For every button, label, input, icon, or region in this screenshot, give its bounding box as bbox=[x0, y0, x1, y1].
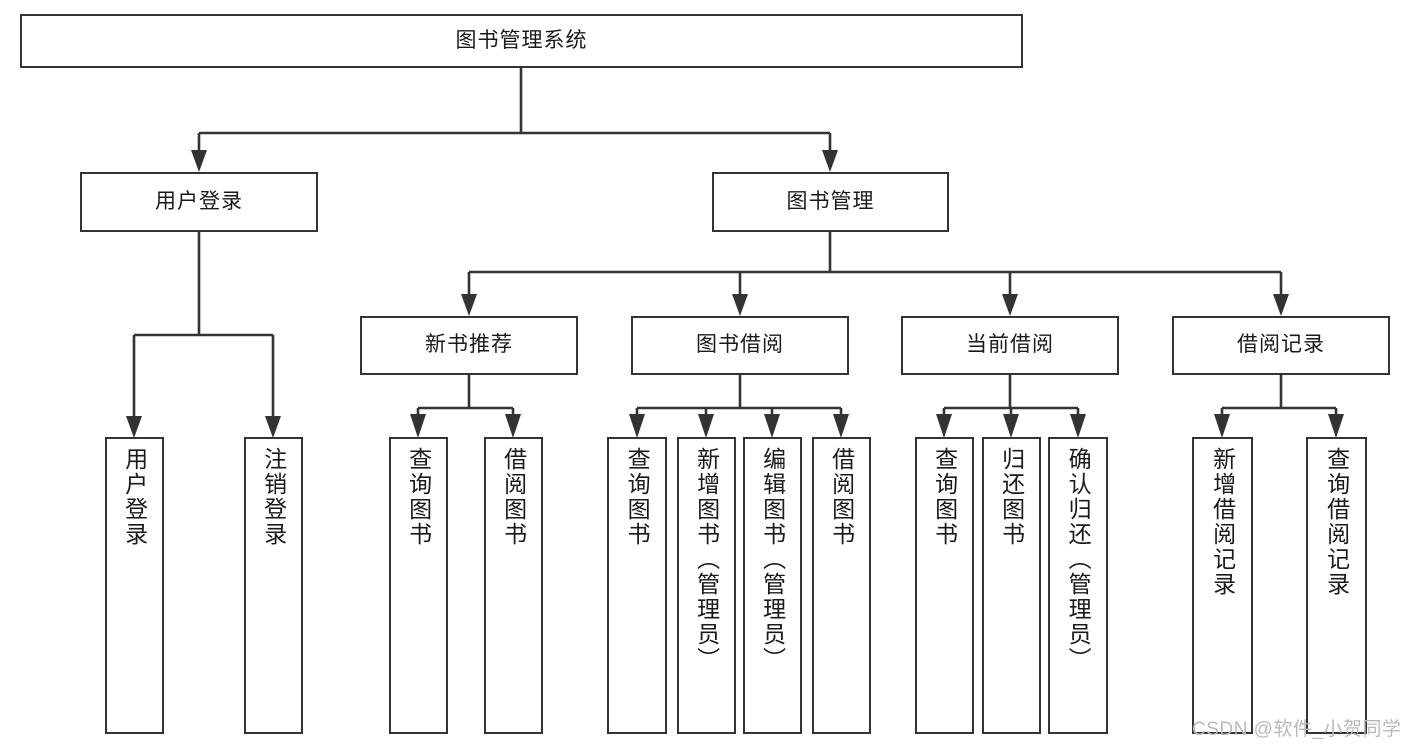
leaf-current-query-book[interactable]: 查询图书 bbox=[915, 437, 974, 734]
leaf-label: 归还图书 bbox=[998, 447, 1025, 547]
node-root-book-management-system[interactable]: 图书管理系统 bbox=[20, 14, 1023, 68]
leaf-user-login-logout[interactable]: 注销登录 bbox=[244, 437, 303, 734]
node-current-borrow[interactable]: 当前借阅 bbox=[901, 316, 1119, 375]
leaf-borrow-add-book-admin[interactable]: 新增图书（管理员） bbox=[677, 437, 736, 734]
node-new-book-recommend[interactable]: 新书推荐 bbox=[360, 316, 578, 375]
node-label: 新书推荐 bbox=[425, 333, 513, 357]
leaf-recommend-query-book[interactable]: 查询图书 bbox=[389, 437, 448, 734]
leaf-recommend-borrow-book[interactable]: 借阅图书 bbox=[484, 437, 543, 734]
node-label: 当前借阅 bbox=[966, 333, 1054, 357]
leaf-label: 新增借阅记录 bbox=[1209, 447, 1236, 597]
node-book-management[interactable]: 图书管理 bbox=[712, 172, 949, 232]
leaf-label: 注销登录 bbox=[260, 447, 287, 547]
node-label: 图书管理系统 bbox=[455, 28, 588, 52]
leaf-current-confirm-return-admin[interactable]: 确认归还（管理员） bbox=[1048, 437, 1108, 734]
leaf-label: 查询图书 bbox=[405, 447, 432, 547]
leaf-label: 借阅图书 bbox=[500, 447, 527, 547]
node-borrow-record[interactable]: 借阅记录 bbox=[1172, 316, 1390, 375]
node-label: 图书管理 bbox=[786, 189, 875, 213]
leaf-user-login-login[interactable]: 用户登录 bbox=[105, 437, 164, 734]
leaf-record-query-record[interactable]: 查询借阅记录 bbox=[1306, 437, 1367, 734]
leaf-label: 查询借阅记录 bbox=[1323, 447, 1350, 597]
leaf-label: 查询图书 bbox=[624, 447, 651, 547]
leaf-label: 编辑图书（管理员） bbox=[759, 447, 786, 672]
leaf-label: 新增图书（管理员） bbox=[693, 447, 720, 672]
leaf-label: 查询图书 bbox=[931, 447, 958, 547]
leaf-borrow-borrow-book[interactable]: 借阅图书 bbox=[812, 437, 871, 734]
leaf-borrow-edit-book-admin[interactable]: 编辑图书（管理员） bbox=[743, 437, 802, 734]
node-label: 图书借阅 bbox=[696, 333, 784, 357]
leaf-label: 用户登录 bbox=[121, 447, 148, 547]
node-label: 借阅记录 bbox=[1237, 333, 1325, 357]
leaf-record-add-record[interactable]: 新增借阅记录 bbox=[1192, 437, 1253, 734]
node-label: 用户登录 bbox=[155, 189, 243, 213]
leaf-label: 借阅图书 bbox=[828, 447, 855, 547]
leaf-borrow-query-book[interactable]: 查询图书 bbox=[607, 437, 667, 734]
leaf-current-return-book[interactable]: 归还图书 bbox=[982, 437, 1041, 734]
node-book-borrow[interactable]: 图书借阅 bbox=[631, 316, 849, 375]
node-user-login[interactable]: 用户登录 bbox=[80, 172, 318, 232]
leaf-label: 确认归还（管理员） bbox=[1065, 447, 1092, 672]
